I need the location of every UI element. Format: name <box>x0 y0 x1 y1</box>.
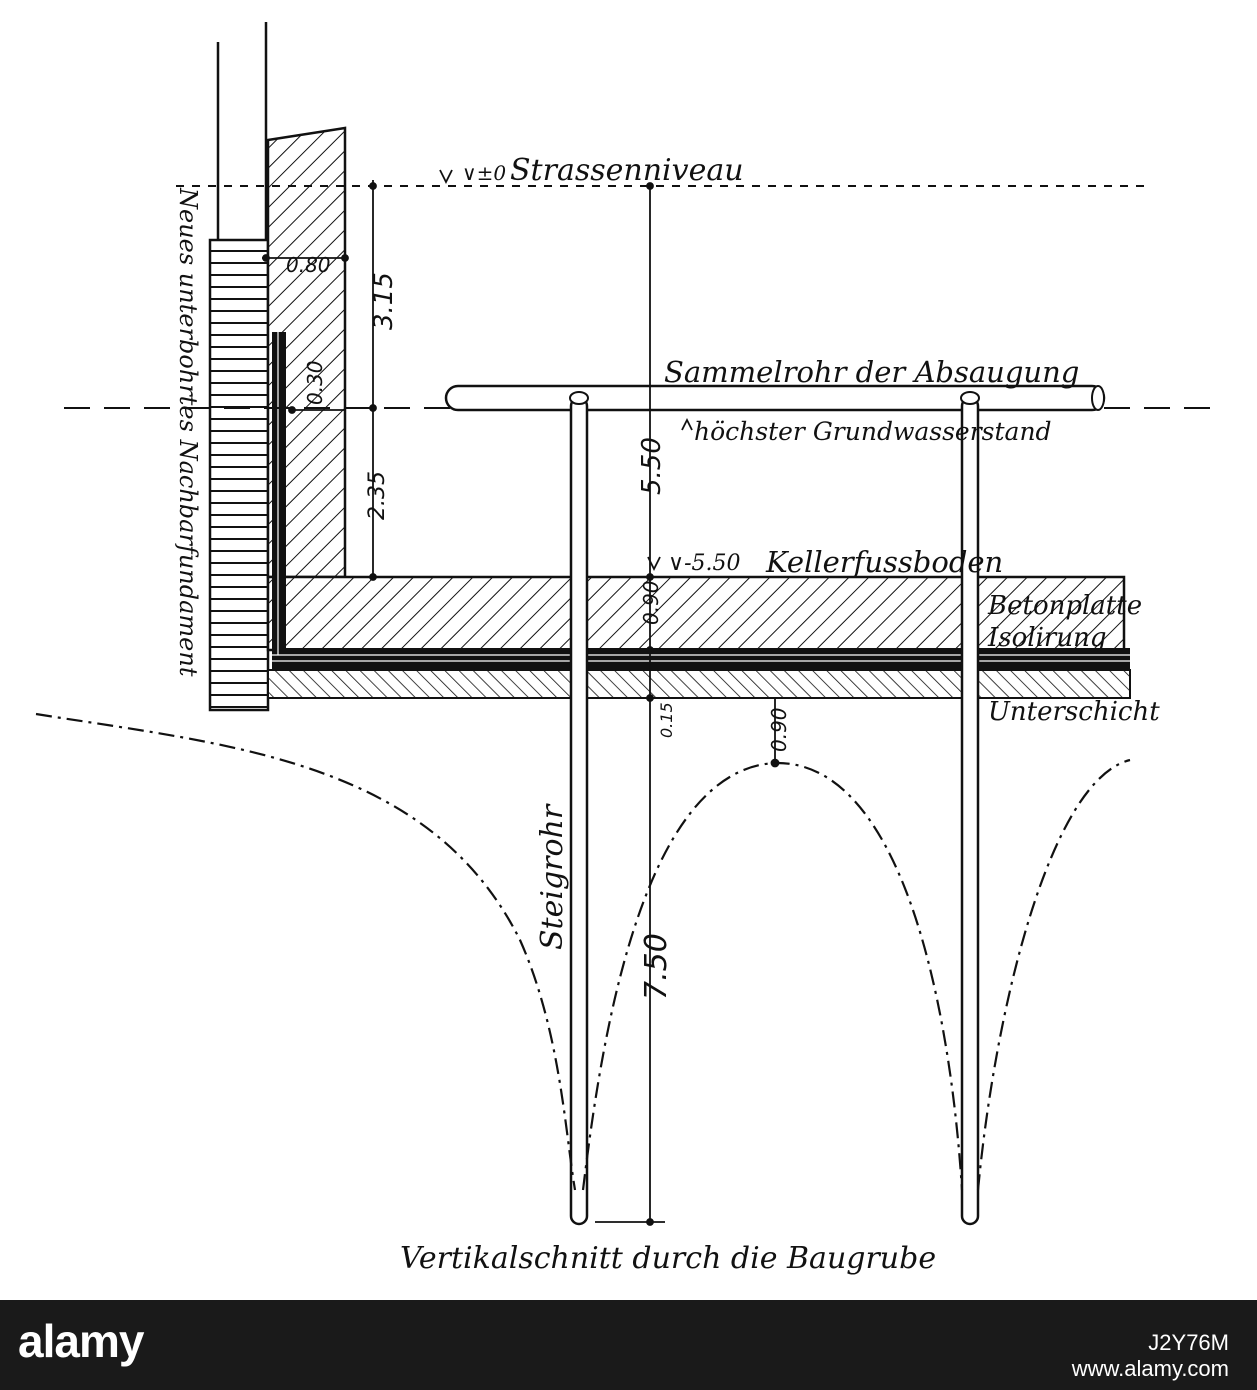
riser-pipe-left <box>569 391 589 1226</box>
vertical-section-drawing: ∨±0 Strassenniveau Sammelrohr der Absaug… <box>35 22 1210 1276</box>
riser-pipe-label: Steigrohr <box>535 803 570 950</box>
dim-015: 0.15 <box>657 702 676 738</box>
dim-080: 0.80 <box>286 253 331 277</box>
collector-pipe <box>444 384 1106 412</box>
sub-layer-label: Unterschicht <box>988 697 1160 727</box>
dim-030: 0.30 <box>303 360 327 405</box>
site-url: www.alamy.com <box>1071 1356 1229 1381</box>
neighbour-foundation <box>208 238 270 712</box>
groundwater-label: höchster Grundwasserstand <box>694 417 1052 446</box>
dim-315: 3.15 <box>369 272 399 330</box>
sub-layer <box>267 669 1131 699</box>
stock-footer: alamy J2Y76M www.alamy.com <box>0 1300 1257 1390</box>
image-id: J2Y76M <box>1148 1330 1229 1355</box>
insulation-label: Isolirung <box>987 623 1106 653</box>
diagram-stage: ∨±0 Strassenniveau Sammelrohr der Absaug… <box>35 22 1210 1276</box>
neighbour-walls <box>216 22 268 240</box>
neighbour-foundation-label: Neues unterbohrtes Nachbarfundament <box>174 187 202 677</box>
street-level-label: Strassenniveau <box>510 153 744 188</box>
insulation-layer <box>272 332 1130 670</box>
level-zero-label: ∨±0 <box>462 161 506 185</box>
cellar-level-mark: ∨-5.50 <box>668 551 741 576</box>
riser-pipe-right <box>960 391 980 1226</box>
dim-750: 7.50 <box>639 933 674 1000</box>
cellar-floor-label: Kellerfussboden <box>765 545 1003 579</box>
dim-090-slab: 0.90 <box>639 580 663 625</box>
brand-logo: alamy <box>18 1315 144 1367</box>
footer-meta: J2Y76M www.alamy.com <box>1072 1330 1229 1382</box>
concrete-slab-label: Betonplatte <box>987 591 1142 621</box>
dim-235: 2.35 <box>365 471 390 520</box>
dimension-lines <box>262 169 780 1226</box>
dim-550: 5.50 <box>637 437 667 495</box>
collector-pipe-label: Sammelrohr der Absaugung <box>664 355 1079 389</box>
figure-caption: Vertikalschnitt durch die Baugrube <box>400 1241 936 1276</box>
dim-090-crest: 0.90 <box>767 707 791 752</box>
